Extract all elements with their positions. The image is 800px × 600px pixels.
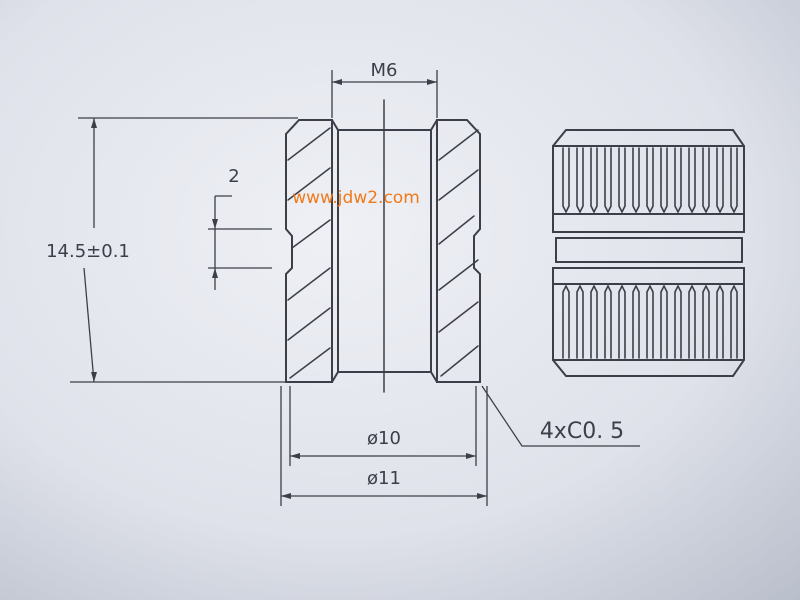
knurl-rib [674,284,682,359]
upper-knurl-ribs [562,147,738,214]
knurl-rib [646,284,654,359]
knurl-rib [590,147,598,214]
top-chamfer-right [430,119,438,131]
left-wall-outline [285,119,333,383]
knurl-rib [688,147,696,214]
knurl-rib [604,147,612,214]
left-wall-hatching [287,127,331,379]
knurl-rib [702,284,710,359]
knurl-rib [660,147,668,214]
knurl-rib [618,147,626,214]
knurl-rib [632,147,640,214]
knurl-rib [618,284,626,359]
outer-diameter-label: ø11 [367,468,401,489]
groove-label: 2 [228,166,239,187]
knurl-rib [562,284,570,359]
knurl-rib [576,284,584,359]
knurl-rib [604,284,612,359]
knurl-rib [660,284,668,359]
knurl-rib [730,284,738,359]
knurl-rib [716,147,724,214]
watermark: www.jdw2.com [292,188,420,208]
knurl-rib [590,284,598,359]
right-wall-outline [436,119,481,383]
chamfer-leader [481,385,640,447]
knurl-rib [632,284,640,359]
dimension-labels: M6 2 14.5±0.1 ø10 ø11 4xC0. 5 [46,60,624,489]
chamfer-label: 4xC0. 5 [540,419,624,444]
bottom-chamfer-left [331,371,339,383]
inner-diameter-label: ø10 [367,428,401,449]
knurl-rib [576,147,584,214]
knurl-rib [716,284,724,359]
knurl-rib [646,147,654,214]
knurl-rib [562,147,570,214]
bottom-chamfer-right [430,371,438,383]
dimensions [70,70,640,506]
right-wall-hatching [438,129,479,377]
top-chamfer-left [331,119,339,131]
thread-label: M6 [371,60,398,81]
section-view [285,99,481,393]
knurl-rib [730,147,738,214]
lower-knurl-ribs [562,284,738,359]
height-label: 14.5±0.1 [46,241,130,262]
knurl-rib [702,147,710,214]
knurl-rib [688,284,696,359]
knurled-side-view [552,129,745,377]
dimension-arrows [91,79,487,499]
knurl-rib [674,147,682,214]
